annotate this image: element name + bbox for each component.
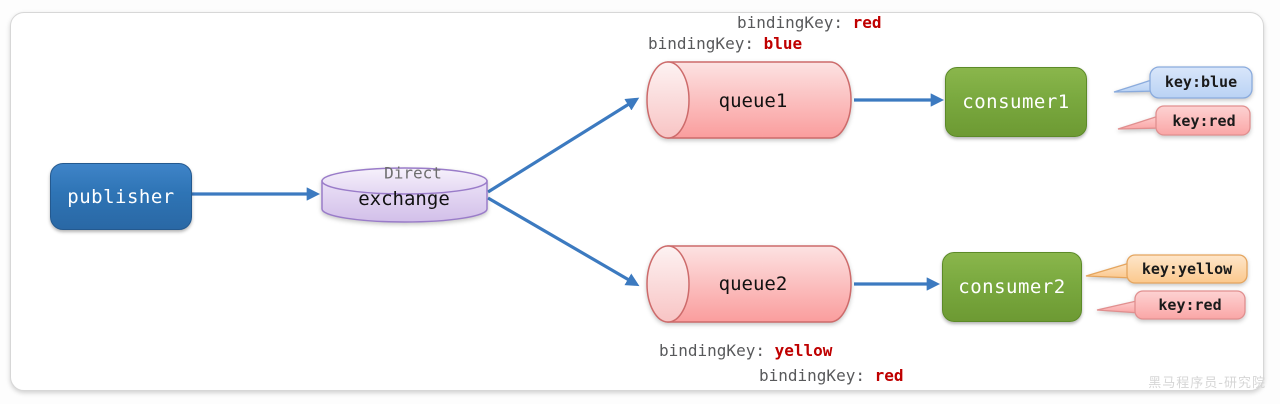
binding-label-queue2-red: bindingKey: red [759, 367, 904, 385]
binding-value: red [874, 366, 904, 385]
key-tag-blue-label: key:blue [1164, 73, 1238, 91]
binding-label-queue2-yellow: bindingKey: yellow [659, 342, 832, 360]
binding-label-queue1-blue: bindingKey: blue [648, 35, 802, 53]
binding-value: blue [763, 34, 803, 53]
consumer2-label: consumer2 [958, 276, 1066, 298]
binding-value: red [852, 13, 882, 32]
queue2-label: queue2 [718, 273, 788, 295]
binding-prefix: bindingKey: [648, 34, 764, 53]
consumer1-node: consumer1 [945, 67, 1087, 137]
binding-prefix: bindingKey: [659, 341, 775, 360]
watermark-text: 黑马程序员-研究院 [1148, 376, 1266, 391]
queue1-label: queue1 [718, 90, 788, 112]
binding-value: yellow [774, 341, 833, 360]
exchange-label: exchange [358, 188, 450, 210]
key-tag-yellow-label: key:yellow [1141, 260, 1233, 278]
binding-prefix: bindingKey: [737, 13, 853, 32]
exchange-type-label: Direct [384, 163, 442, 183]
consumer2-node: consumer2 [942, 252, 1082, 322]
publisher-node: publisher [50, 163, 192, 230]
key-tag-red-top-label: key:red [1172, 112, 1236, 130]
consumer1-label: consumer1 [962, 91, 1070, 113]
binding-label-queue1-red: bindingKey: red [737, 14, 882, 32]
binding-prefix: bindingKey: [759, 366, 875, 385]
publisher-label: publisher [67, 185, 175, 208]
key-tag-red-bottom-label: key:red [1158, 296, 1222, 314]
